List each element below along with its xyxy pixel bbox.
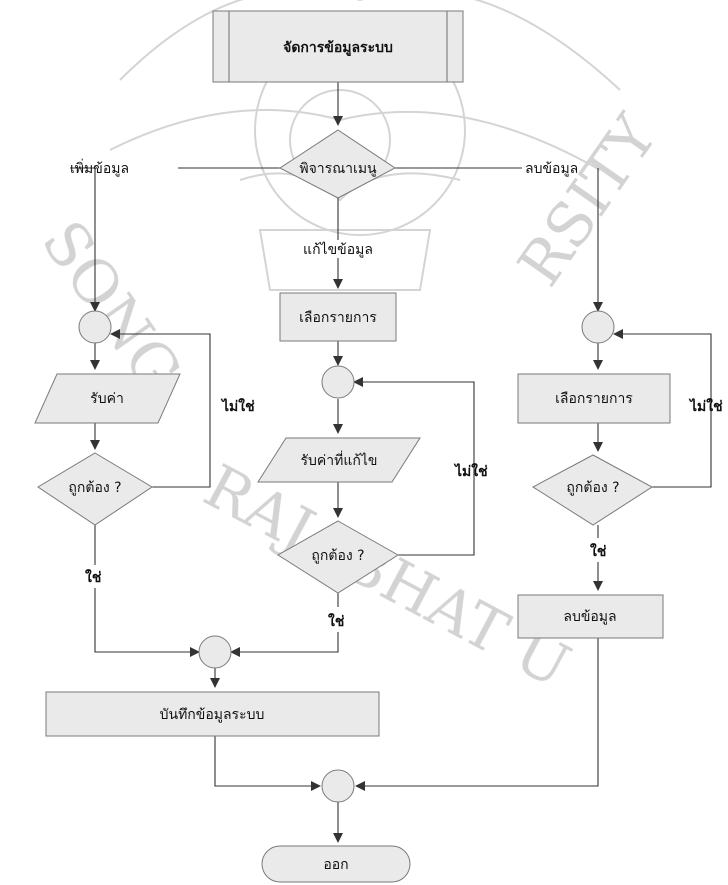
delete-select-label: เลือกรายการ [555,391,633,407]
exit-label: ออก [323,857,348,873]
add-input-label: รับค่า [90,391,124,407]
check-left-label: ถูกต้อง ? [68,480,121,496]
edit-input-label: รับค่าที่แก้ไข [301,451,378,469]
connector-merge-save [198,635,232,669]
title-label: จัดการข้อมูลระบบ [283,40,393,56]
process-delete-data: ลบข้อมูล [517,594,664,639]
branch-edit-label: แก้ไขข้อมูล [303,241,373,258]
process-save-data: บันทึกข้อมูลระบบ [45,691,380,737]
decision-check-middle: ถูกต้อง ? [277,520,399,594]
connector-middle-loop [321,365,355,399]
connector-right-loop [581,310,615,344]
yes-left-label: ใช่ [85,568,102,586]
check-middle-label: ถูกต้อง ? [311,548,364,564]
connectors [70,82,712,843]
save-label: บันทึกข้อมูลระบบ [160,707,265,723]
watermark-text-middle: RAJABHAT U [193,451,581,702]
decision-menu: พิจารณาเมนู [279,129,396,199]
decision-check-right: ถูกต้อง ? [532,454,653,526]
no-middle-label: ไม่ใช่ [453,462,488,480]
process-edit-select: เลือกรายการ [279,292,397,342]
decision-check-left: ถูกต้อง ? [37,452,153,526]
input-add-value: รับค่า [34,373,181,424]
connector-merge-exit [321,769,355,803]
watermark-text-right: RSITY [505,102,672,299]
process-manage-data: จัดการข้อมูลระบบ [212,10,464,83]
branch-delete-label: ลบข้อมูล [525,161,578,177]
input-edit-value: รับค่าที่แก้ไข [257,437,421,483]
no-right-label: ไม่ใช่ [688,397,723,415]
terminator-exit: ออก [261,845,411,883]
check-right-label: ถูกต้อง ? [566,480,619,496]
yes-right-label: ใช่ [590,542,607,560]
delete-action-label: ลบข้อมูล [563,609,616,625]
connector-left-loop [78,310,112,344]
branch-add-label: เพิ่มข้อมูล [70,159,129,177]
process-delete-select: เลือกรายการ [517,373,671,424]
yes-middle-label: ใช่ [328,612,345,630]
decision-menu-label: พิจารณาเมนู [299,161,377,177]
no-left-label: ไม่ใช่ [220,397,255,415]
edit-select-label: เลือกรายการ [299,310,377,326]
